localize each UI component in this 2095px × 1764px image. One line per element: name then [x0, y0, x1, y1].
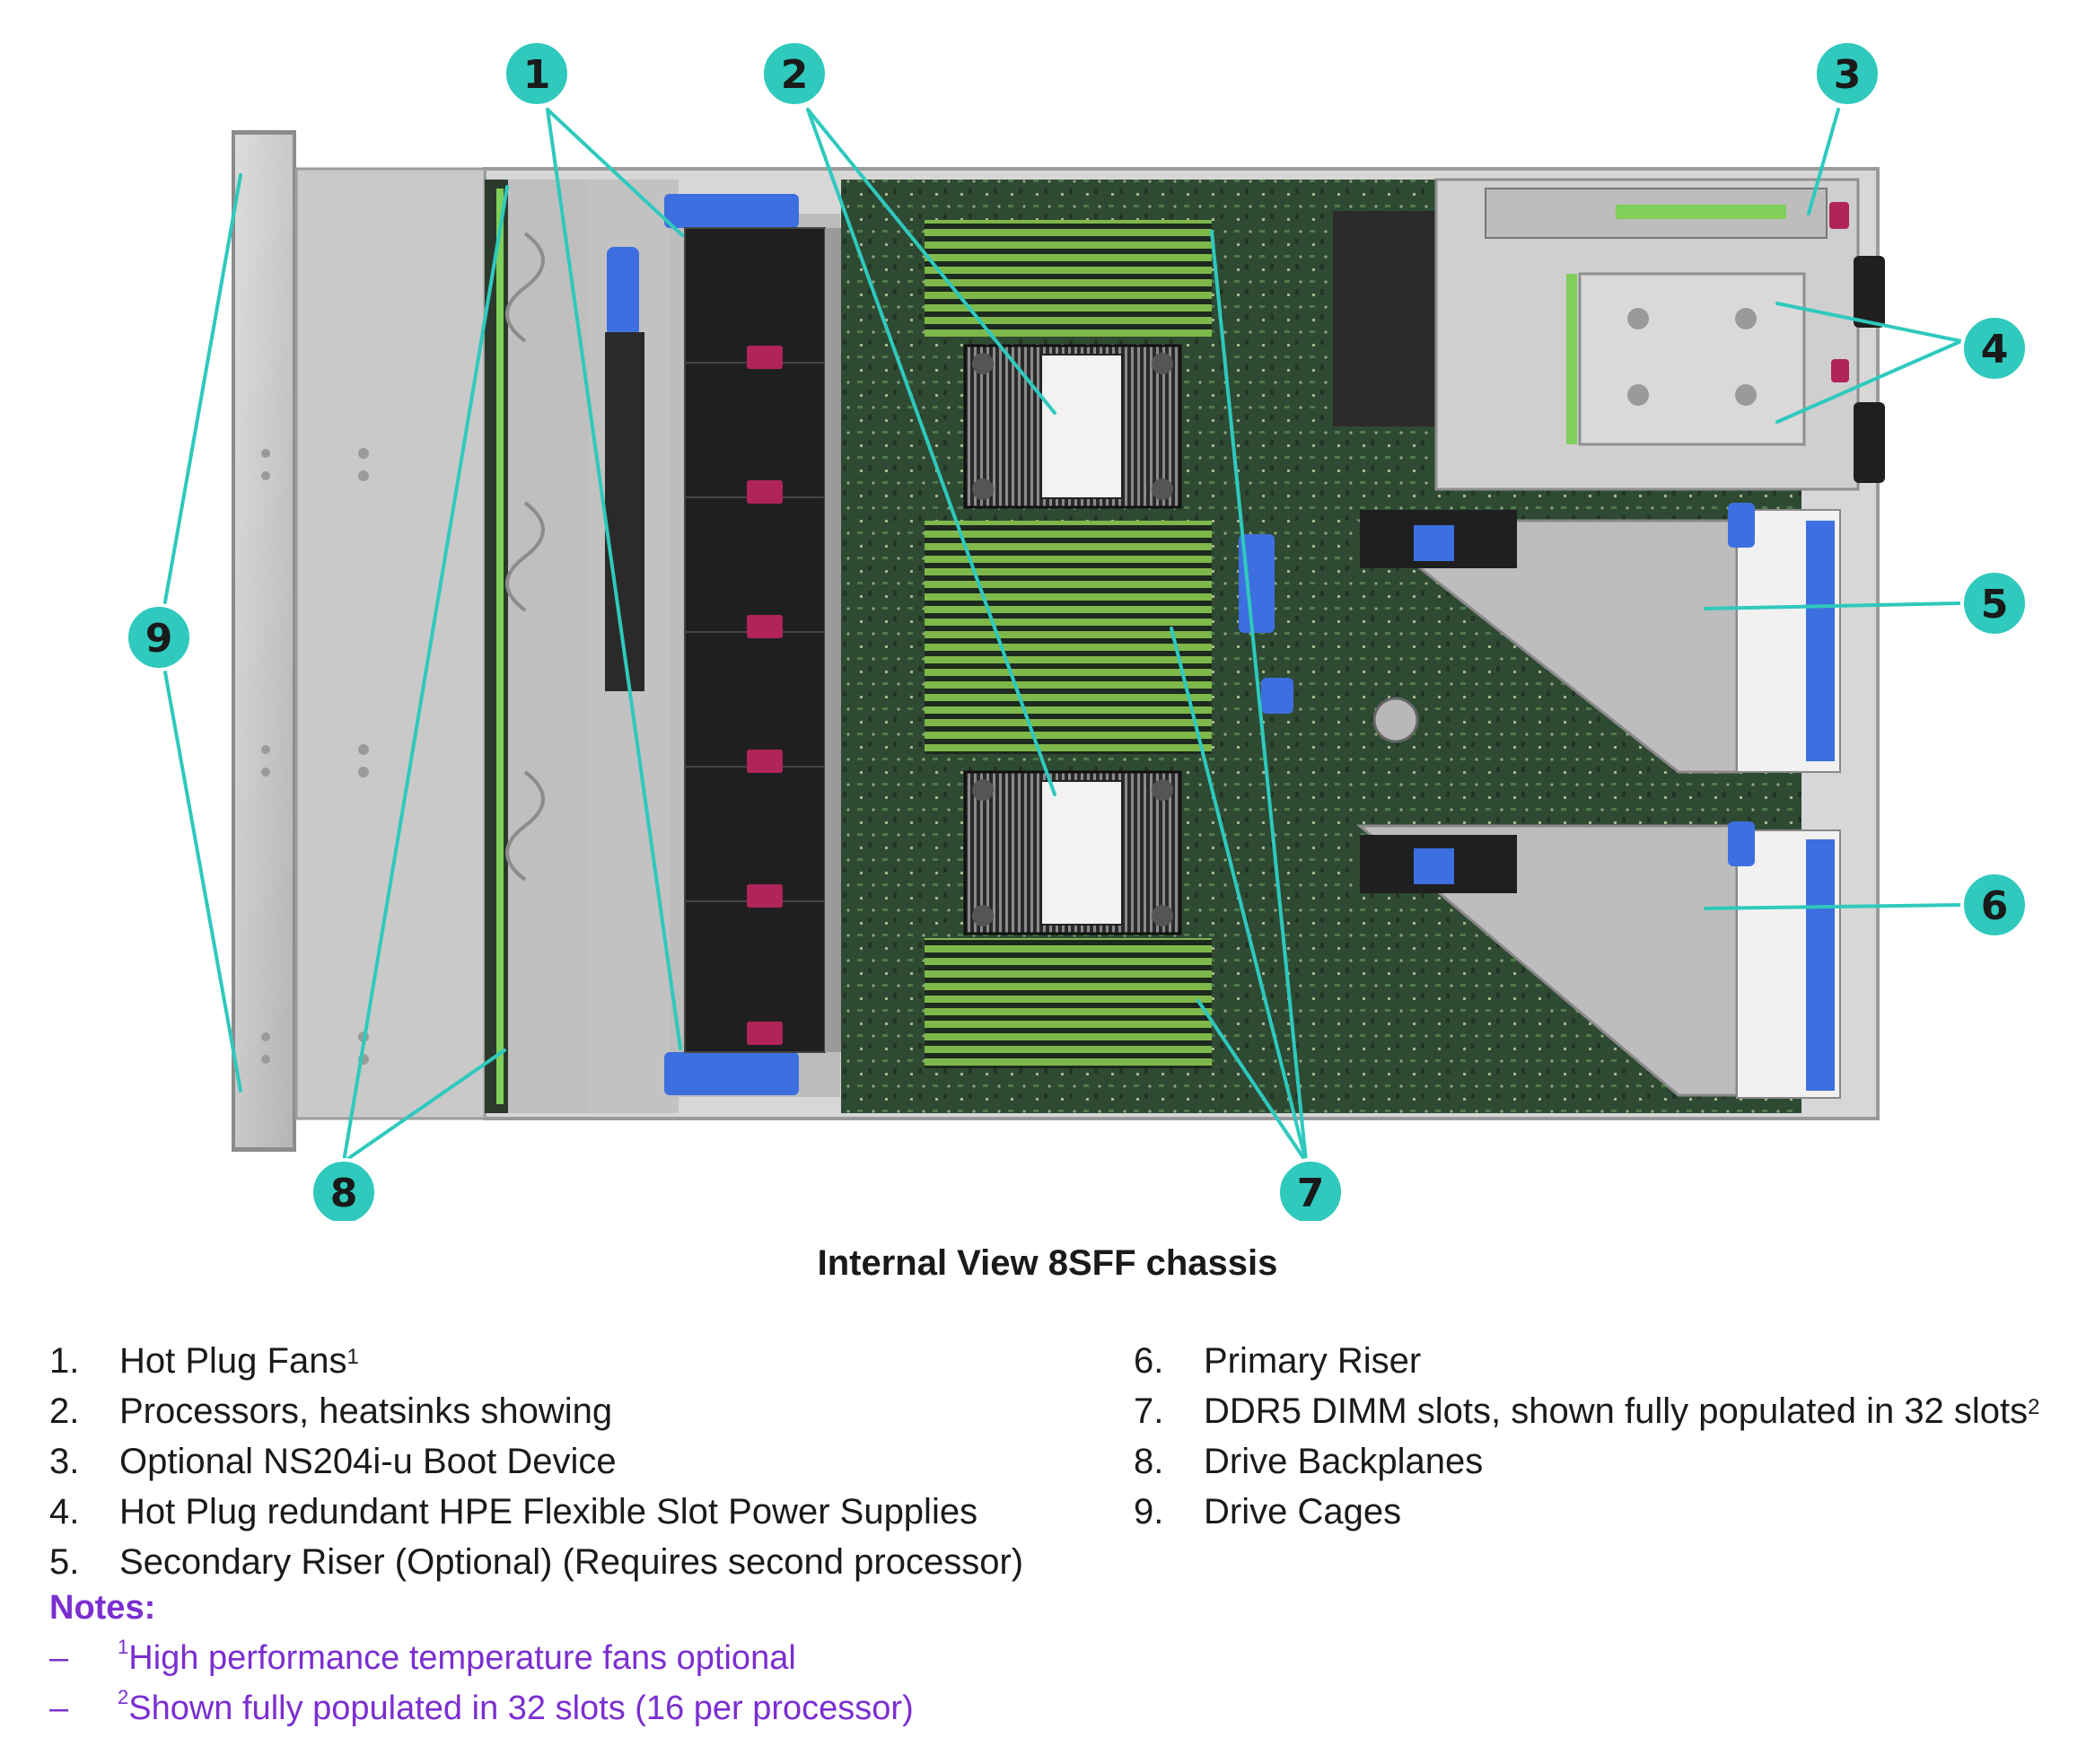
callout-9: 9: [125, 603, 193, 671]
heatsink-cpu1: [963, 344, 1182, 509]
callout-4: 4: [1960, 314, 2029, 382]
callout-1: 1: [503, 39, 571, 108]
dimm-bank-top: [925, 220, 1212, 337]
svg-text:3: 3: [1834, 52, 1862, 98]
blue-clip: [1261, 678, 1293, 714]
callout-7: 7: [1276, 1158, 1345, 1221]
svg-text:9: 9: [145, 616, 173, 662]
figure-caption: Internal View 8SFF chassis: [817, 1243, 1278, 1283]
leader-lines: [157, 108, 1963, 1163]
heatsink-cpu2: [963, 770, 1182, 935]
primary-riser: [1355, 821, 1841, 1099]
svg-text:5: 5: [1981, 582, 2009, 627]
svg-text:2: 2: [781, 52, 809, 98]
svg-text:7: 7: [1297, 1171, 1325, 1216]
drive-backplane: [485, 180, 589, 1113]
fan-bay: [664, 194, 841, 1097]
callout-8: 8: [310, 1158, 378, 1221]
blue-clip: [1239, 534, 1275, 633]
callout-2: 2: [760, 39, 828, 108]
component-block: [1333, 211, 1436, 426]
boot-device: [1485, 188, 1828, 239]
svg-text:4: 4: [1981, 327, 2009, 373]
callout-5: 5: [1960, 569, 2029, 637]
shroud-rail: [605, 332, 644, 691]
svg-text:6: 6: [1981, 883, 2009, 929]
dimm-bank-bottom: [925, 938, 1212, 1068]
svg-text:1: 1: [523, 52, 551, 98]
cmos-battery: [1372, 697, 1419, 743]
chassis-diagram: 1 2 3 4 5 6 7 8 9: [125, 39, 2029, 1221]
svg-text:8: 8: [330, 1171, 358, 1216]
secondary-riser: [1355, 503, 1841, 774]
blue-lever: [607, 247, 639, 337]
notes-heading: Notes:: [49, 1589, 156, 1627]
callout-6: 6: [1960, 871, 2029, 939]
dimm-bank-middle: [925, 521, 1212, 754]
callout-3: 3: [1813, 39, 1881, 108]
drive-cage: [232, 130, 486, 1152]
